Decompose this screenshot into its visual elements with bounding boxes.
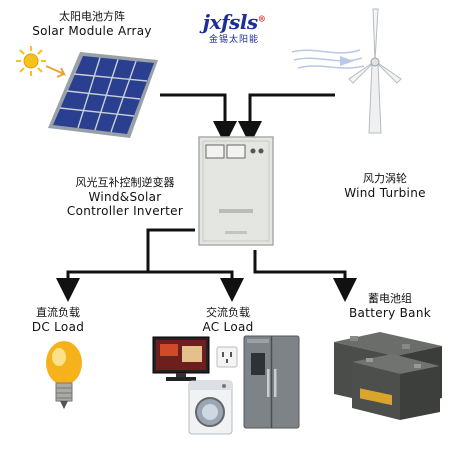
- sun-icon: [16, 46, 46, 76]
- arrow-wind-to-controller: [238, 93, 335, 145]
- arrow-controller-to-loads: [146, 228, 195, 272]
- refrigerator-icon: [243, 335, 300, 429]
- arrow-controller-to-battery: [253, 250, 357, 302]
- brand-logo: jxfsls® 金锡太阳能: [190, 10, 278, 45]
- controller-label-en-line1: Wind&Solar: [88, 190, 162, 204]
- battery-label-cn: 蓄电池组: [368, 292, 412, 305]
- wind-label-en: Wind Turbine: [344, 186, 426, 200]
- battery-label: 蓄电池组 Battery Bank: [340, 292, 440, 320]
- power-outlet-icon: [216, 346, 238, 368]
- logo-registered-mark: ®: [257, 13, 266, 24]
- ac-load-label: 交流负载 AC Load: [188, 306, 268, 334]
- dc-load-label: 直流负载 DC Load: [18, 306, 98, 334]
- arrow-to-ac-load: [148, 270, 244, 302]
- wind-stream-icon: [291, 49, 365, 69]
- battery-bank-icon: [334, 332, 442, 420]
- light-bulb-icon: [46, 341, 82, 409]
- arrow-solar-to-controller: [160, 93, 237, 145]
- logo-brand-text: jxfsls: [202, 10, 258, 34]
- washing-machine-icon: [188, 380, 233, 435]
- dc-load-label-cn: 直流负载: [36, 306, 80, 319]
- wind-label-cn: 风力涡轮: [363, 172, 407, 185]
- sun-ray-arrow-icon: [45, 65, 67, 78]
- arrow-to-dc-load: [56, 270, 148, 302]
- wind-turbine-icon: [348, 8, 402, 134]
- battery-label-en: Battery Bank: [349, 306, 431, 320]
- television-icon: [152, 336, 210, 381]
- ac-load-label-en: AC Load: [202, 320, 254, 334]
- solar-label-cn: 太阳电池方阵: [59, 10, 125, 23]
- solar-label-en: Solar Module Array: [32, 24, 152, 38]
- controller-label: 风光互补控制逆变器 Wind&Solar Controller Inverter: [50, 176, 200, 218]
- controller-label-en-line2: Controller Inverter: [66, 204, 184, 218]
- dc-load-label-en: DC Load: [31, 320, 85, 334]
- logo-sub-text: 金锡太阳能: [208, 35, 259, 45]
- ac-load-label-cn: 交流负载: [206, 306, 250, 319]
- solar-label: 太阳电池方阵 Solar Module Array: [22, 10, 162, 38]
- controller-label-cn: 风光互补控制逆变器: [75, 176, 175, 189]
- solar-panel-icon: [48, 52, 158, 138]
- controller-inverter-icon: [198, 136, 274, 246]
- wind-label: 风力涡轮 Wind Turbine: [330, 172, 440, 200]
